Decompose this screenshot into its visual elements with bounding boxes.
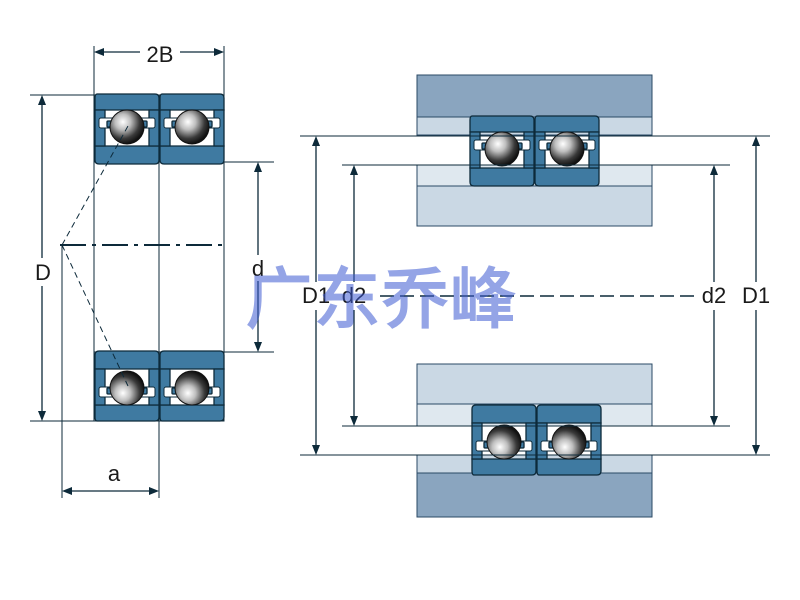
contact-line-top <box>61 125 129 246</box>
d2-right-label: d2 <box>702 283 726 308</box>
outer-dia-label: D <box>35 260 51 285</box>
top-right-bearing <box>159 93 225 165</box>
d1-right-label: D1 <box>742 283 770 308</box>
housing-bottom <box>416 472 653 518</box>
d2-left-label: d2 <box>342 283 366 308</box>
contact-line-bottom <box>61 244 129 387</box>
watermark: 广东乔峰 <box>246 261 518 338</box>
right-top-right-bearing <box>534 115 600 187</box>
right-top-left-bearing <box>469 115 535 187</box>
bottom-right-bearing <box>159 350 225 422</box>
housing-top <box>416 74 653 118</box>
top-left-bearing <box>94 93 160 165</box>
bore-dia-label: d <box>252 256 264 281</box>
left-cross-section: 2B D d a <box>30 40 274 498</box>
shaft-top <box>416 185 653 227</box>
load-center-label: a <box>108 461 121 486</box>
d1-left-label: D1 <box>302 283 330 308</box>
right-mounting-view: D1 d2 d2 D1 <box>298 74 776 518</box>
right-bottom-left-bearing <box>471 404 537 476</box>
shaft-bottom <box>416 363 653 405</box>
bottom-left-bearing <box>94 350 160 422</box>
width-label: 2B <box>147 42 174 67</box>
right-bottom-right-bearing <box>536 404 602 476</box>
